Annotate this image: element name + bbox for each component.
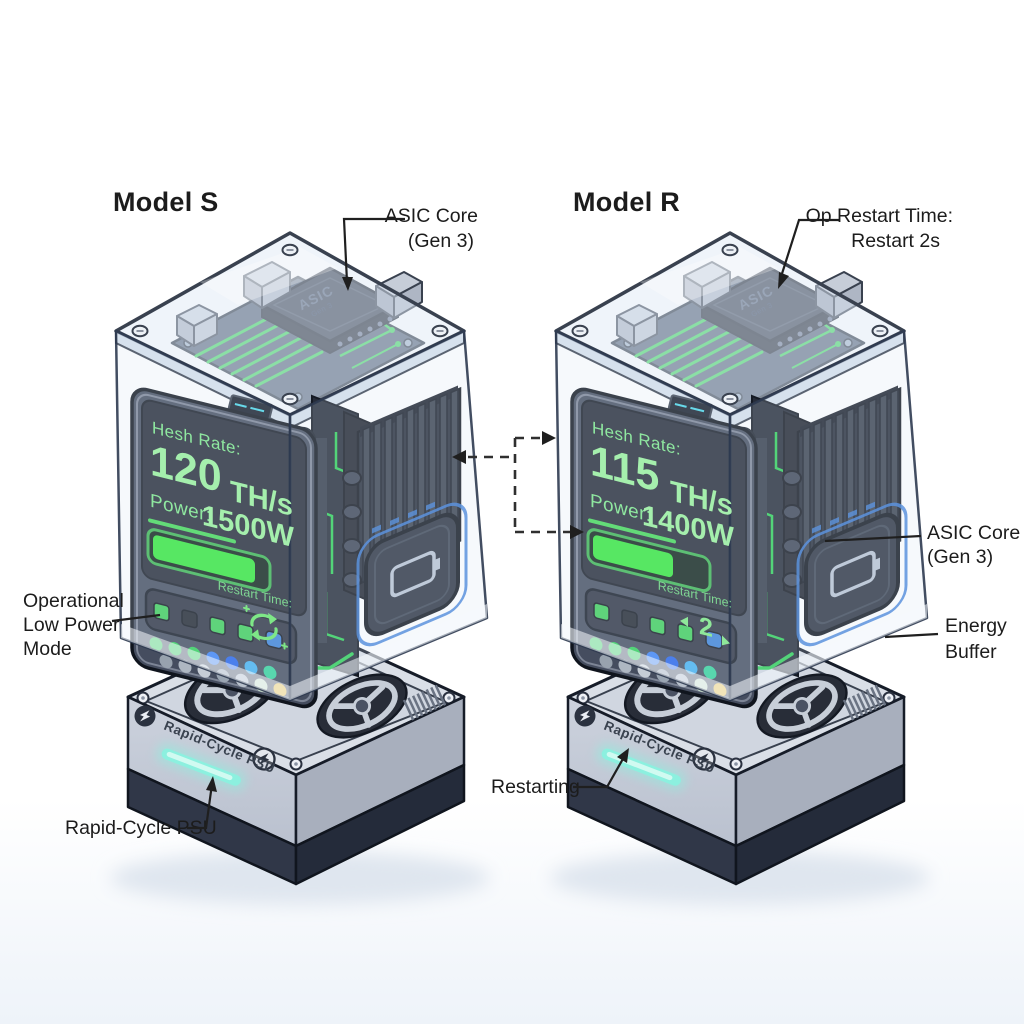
arrowhead-icon [206, 776, 217, 792]
buffer-progress-bar [593, 535, 673, 578]
svg-text:Mode: Mode [23, 638, 72, 660]
arrow-left-icon [452, 450, 466, 464]
leader-asic-core-right [824, 534, 922, 543]
svg-text:Restart 2s: Restart 2s [851, 230, 940, 252]
leader-restarting [573, 756, 625, 789]
leader-op-restart [778, 218, 840, 281]
leader-asic-core-top [342, 217, 405, 283]
leader-low-power [111, 613, 161, 623]
svg-text:Op Restart Time:: Op Restart Time: [806, 205, 953, 227]
arrowhead-icon [342, 277, 353, 291]
svg-text:(Gen 3): (Gen 3) [408, 230, 474, 252]
label-low-power-mode: Operational Low Power Mode [23, 590, 124, 660]
label-asic-core-top: ASIC Core (Gen 3) [385, 205, 478, 252]
label-restarting: Restarting [491, 776, 580, 798]
svg-text:Low Power: Low Power [23, 614, 120, 636]
model-r-shell [550, 233, 930, 905]
label-op-restart-time: Op Restart Time: Restart 2s [806, 205, 953, 252]
svg-text:Buffer: Buffer [945, 641, 997, 663]
svg-text:ASIC Core: ASIC Core [927, 522, 1020, 544]
label-rapid-cycle-psu: Rapid-Cycle PSU [65, 817, 217, 839]
comparison-dashed-connector [452, 431, 584, 539]
arrowhead-icon [617, 748, 629, 763]
model-s-device: ASIC Gen 3 Hesh Rate: 120 TH/s Power: 15… [110, 233, 490, 905]
label-energy-buffer: Energy Buffer [945, 615, 1007, 663]
model-s-shell [110, 233, 490, 905]
restart-seconds-value: 2 [699, 612, 713, 643]
model-s-title: Model S [113, 187, 219, 217]
circular-arrows-icon [243, 605, 288, 650]
svg-text:ASIC Core: ASIC Core [385, 205, 478, 227]
arrowhead-icon [778, 272, 789, 289]
arrow-right-bottom-icon [570, 525, 584, 539]
restart-2-icon: 2 [680, 612, 730, 646]
label-asic-core-right: ASIC Core (Gen 3) [927, 522, 1020, 568]
model-r-title: Model R [573, 187, 680, 217]
leader-rapid-psu [187, 783, 214, 830]
svg-text:Operational: Operational [23, 590, 124, 612]
svg-text:(Gen 3): (Gen 3) [927, 546, 993, 568]
model-r-device: ASIC Gen 3 Hesh Rate: 115 TH/s Power: 14… [550, 233, 930, 905]
arrow-right-icon [542, 431, 556, 445]
svg-text:Energy: Energy [945, 615, 1007, 637]
annotation-layer: Model S Model R ASIC Core (Gen 3) Op Res… [23, 187, 1020, 839]
buffer-progress-bar [153, 535, 255, 583]
leader-energy-buffer [884, 632, 939, 639]
